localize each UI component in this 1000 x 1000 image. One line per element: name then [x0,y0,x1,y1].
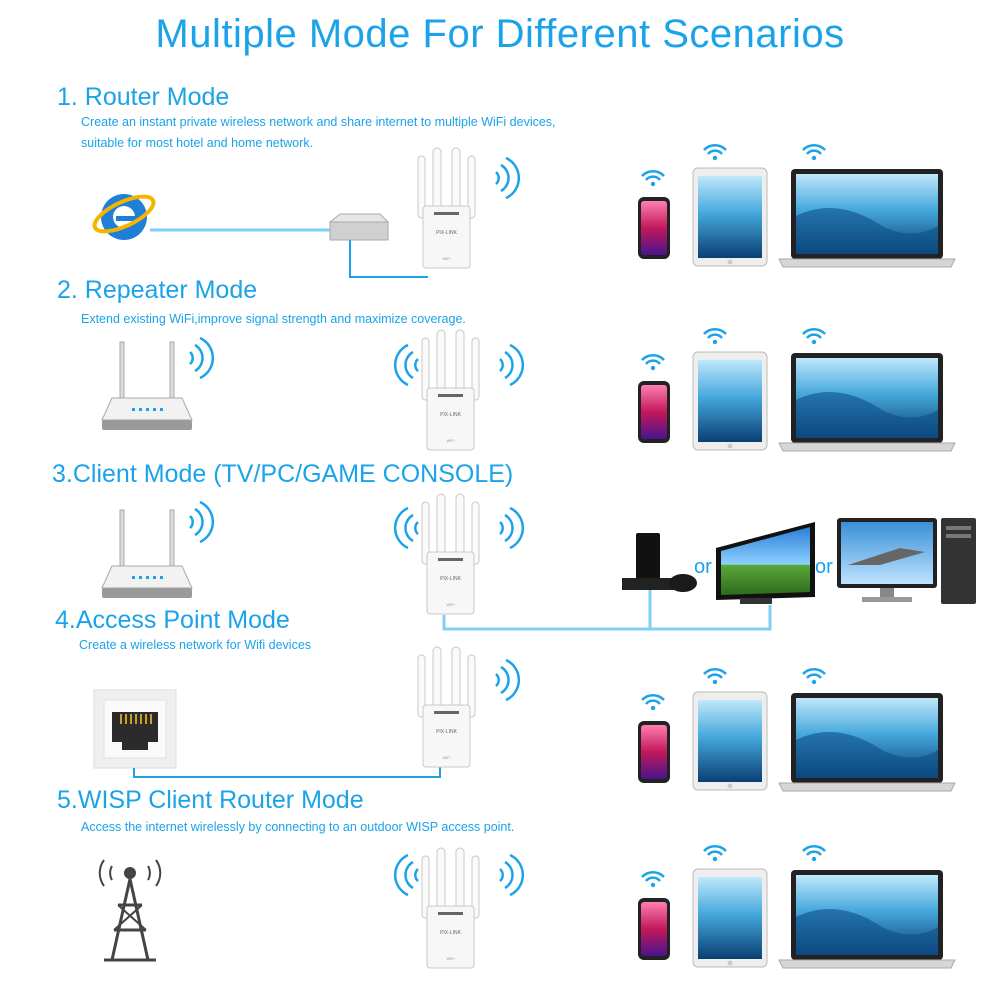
game-console-icon [622,533,697,592]
mode-2-description: Extend existing WiFi,improve signal stre… [81,312,466,326]
repeater-device-4 [417,646,476,768]
mode-1-title: 1. Router Mode [57,83,230,111]
mode-3-title: 3.Client Mode (TV/PC/GAME CONSOLE) [52,460,514,488]
signal-waves-icon [494,156,521,200]
home-router-3 [101,509,193,599]
router-waves-icon [188,500,215,544]
repeater-device-2 [421,329,480,451]
mode-4-title: 4.Access Point Mode [55,606,290,634]
repeater-device-1 [417,147,476,269]
home-router-2 [101,341,193,431]
repeater-device-3 [421,493,480,615]
mode-4-description: Create a wireless network for Wifi devic… [79,638,312,652]
mode-1-description-line2: suitable for most hotel and home network… [81,136,314,150]
client-devices-2 [638,329,955,451]
desktop-pc-icon [837,518,976,604]
repeater-device-5 [421,847,480,969]
or-label-1: or [694,556,712,578]
wisp-tower-icon [98,859,162,962]
repeater-waves-right-icon [498,506,525,550]
mode-1-cable-switch [349,240,428,278]
client-devices-5 [638,846,955,968]
mode-5-description: Access the internet wirelessly by connec… [81,820,515,834]
or-label-2: or [815,556,833,578]
repeater-waves-left-icon [393,853,420,897]
tv-icon [716,522,815,604]
mode-1-description-line1: Create an instant private wireless netwo… [81,115,556,129]
mode-5-title: 5.WISP Client Router Mode [57,786,364,814]
mode-2-title: 2. Repeater Mode [57,276,258,304]
page-title: Multiple Mode For Different Scenarios [155,12,845,56]
mode-3-cable [442,605,772,631]
repeater-waves-right-icon [498,343,525,387]
repeater-waves-right-icon [494,658,521,702]
router-waves-icon [188,336,215,380]
internet-explorer-icon [92,194,156,240]
repeater-waves-right-icon [498,853,525,897]
mode-4-cable [133,766,441,778]
repeater-waves-left-icon [393,343,420,387]
network-switch-icon [328,213,390,241]
client-devices-1 [638,145,955,267]
mode-1-description: Create an instant private wireless netwo… [81,112,556,154]
repeater-waves-left-icon [393,506,420,550]
client-devices-4 [638,669,955,791]
ethernet-port-icon [93,689,177,769]
